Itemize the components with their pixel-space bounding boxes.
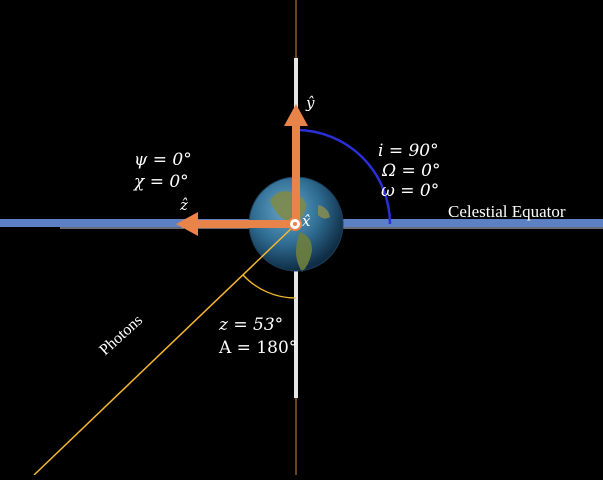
z-axis-label: ẑ [180,196,188,214]
inclination-label: i = 90° [378,141,439,161]
node-longitude-label: Ω = 0° [382,161,441,181]
x-axis-label: x̂ [302,212,311,230]
azimuth-label: A = 180° [219,338,298,358]
z-axis-arrow [176,212,296,236]
zenith-label: z = 53° [219,315,284,335]
x-axis-origin-dot [293,222,297,226]
psi-label: ψ = 0° [134,150,192,170]
chi-label: χ = 0° [134,172,189,192]
zenith-angle-arc [242,274,297,299]
celestial-equator-label: Celestial Equator [448,202,566,221]
y-axis-arrow [284,104,308,224]
photon-line [33,223,297,476]
y-axis-label: ŷ [306,94,315,112]
periapsis-argument-label: ω = 0° [381,181,440,201]
inclination-arc [295,128,392,225]
